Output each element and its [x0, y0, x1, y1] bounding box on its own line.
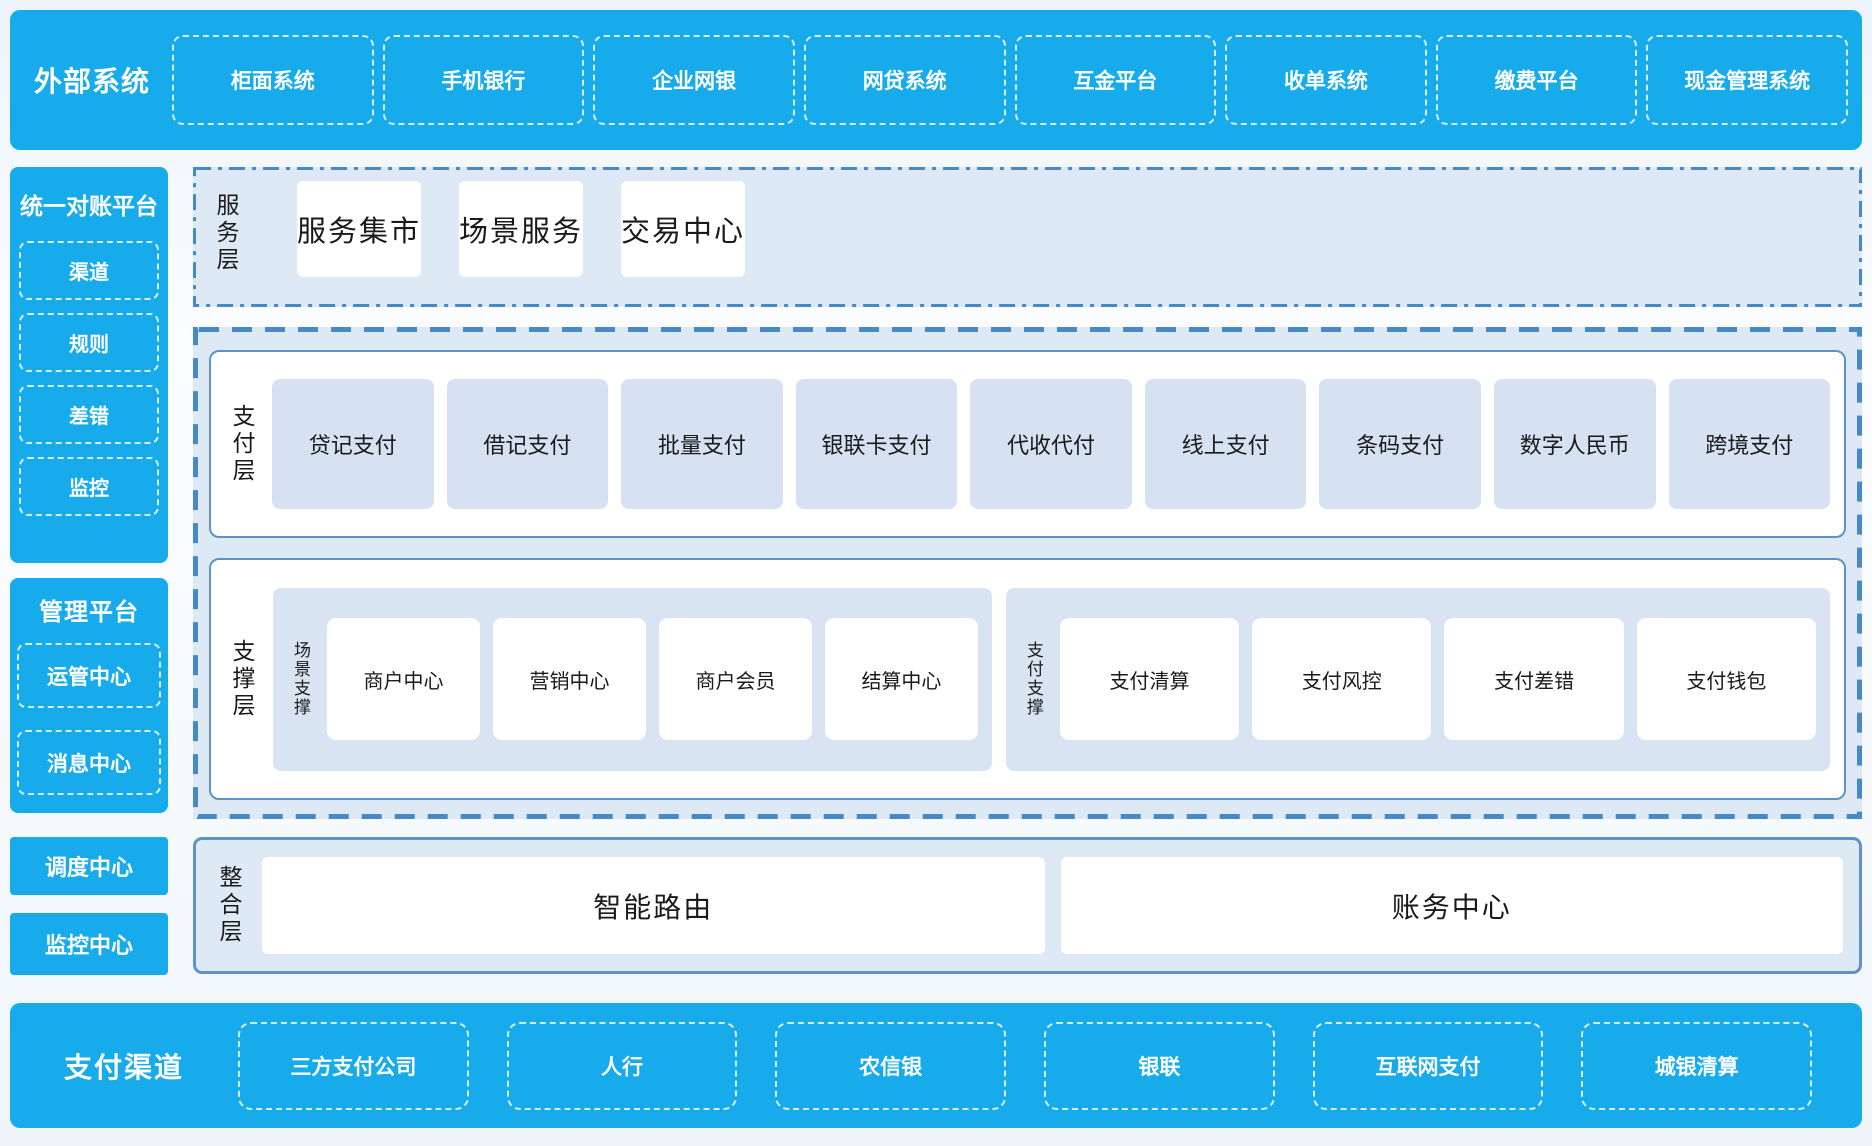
service-layer-label: 服务层 — [213, 192, 239, 274]
service-box: 场景服务 — [459, 181, 584, 277]
service-layer: 服务层 服务集市场景服务交易中心 — [193, 167, 1862, 307]
payment-channel-box: 互联网支付 — [1312, 1021, 1544, 1110]
payment-support-group: 支付支撑 支付清算支付风控支付差错支付钱包 — [1005, 587, 1830, 771]
payment-box: 数字人民币 — [1493, 379, 1656, 509]
reconciliation-item-box: 监控 — [19, 457, 159, 516]
management-platform-title: 管理平台 — [39, 599, 139, 626]
payment-support-label: 支付支撑 — [1023, 641, 1043, 717]
payment-box: 批量支付 — [621, 379, 783, 509]
support-layer-label: 支撑层 — [229, 638, 255, 720]
payment-channels-bar: 支付渠道 三方支付公司人行农信银银联互联网支付城银清算 — [10, 1003, 1862, 1128]
external-system-box: 网贷系统 — [803, 35, 1006, 125]
service-layer-items: 服务集市场景服务交易中心 — [281, 181, 767, 285]
external-system-box: 企业网银 — [593, 35, 795, 125]
payment-box: 条码支付 — [1319, 379, 1481, 509]
payment-support-items: 支付清算支付风控支付差错支付钱包 — [1059, 618, 1816, 740]
management-item-box: 消息中心 — [17, 730, 161, 795]
scene-support-box: 商户中心 — [327, 618, 480, 740]
integration-layer: 整合层 智能路由账务中心 — [193, 837, 1862, 974]
external-system-box: 缴费平台 — [1435, 35, 1638, 125]
payment-support-box: 支付风控 — [1252, 618, 1432, 740]
payment-support-box: 支付差错 — [1444, 618, 1624, 740]
left-column: 统一对账平台 渠道规则差错监控 管理平台 运管中心消息中心 调度中心 监控中心 — [10, 167, 168, 975]
monitor-center-box: 监控中心 — [10, 913, 168, 975]
external-system-box: 手机银行 — [382, 35, 585, 125]
payment-channel-box: 银联 — [1044, 1021, 1275, 1110]
integration-box: 账务中心 — [1060, 857, 1843, 954]
payment-support-box: 支付清算 — [1059, 618, 1240, 740]
payment-layer: 支付层 贷记支付借记支付批量支付银联卡支付代收代付线上支付条码支付数字人民币跨境… — [209, 350, 1846, 538]
scene-support-items: 商户中心营销中心商户会员结算中心 — [327, 618, 978, 740]
main-column: 服务层 服务集市场景服务交易中心 支付层 贷记支付借记支付批量支付银联卡支付代收… — [193, 167, 1862, 975]
reconciliation-item-box: 差错 — [19, 385, 159, 444]
scene-support-group: 场景支撑 商户中心营销中心商户会员结算中心 — [273, 587, 992, 771]
reconciliation-item-box: 规则 — [19, 313, 159, 372]
payment-channel-box: 人行 — [506, 1021, 738, 1110]
service-box: 交易中心 — [621, 181, 746, 277]
external-system-box: 互金平台 — [1014, 35, 1217, 125]
reconciliation-platform-items: 渠道规则差错监控 — [19, 241, 159, 516]
external-system-box: 收单系统 — [1225, 35, 1427, 125]
payment-box: 线上支付 — [1144, 379, 1307, 509]
payment-support-box: 支付钱包 — [1636, 618, 1816, 740]
reconciliation-item-box: 渠道 — [19, 241, 159, 300]
external-systems-title: 外部系统 — [33, 66, 150, 97]
integration-box: 智能路由 — [262, 857, 1045, 954]
support-layer: 支撑层 场景支撑 商户中心营销中心商户会员结算中心 支付支撑 支付清算支付风控支… — [209, 558, 1846, 800]
payment-layer-label: 支付层 — [229, 403, 255, 485]
service-box: 服务集市 — [297, 181, 422, 277]
payment-box: 银联卡支付 — [795, 379, 958, 509]
payment-box: 借记支付 — [446, 379, 609, 509]
integration-layer-label: 整合层 — [216, 865, 242, 946]
middle-zone: 统一对账平台 渠道规则差错监控 管理平台 运管中心消息中心 调度中心 监控中心 … — [10, 167, 1862, 975]
scene-support-box: 结算中心 — [824, 618, 978, 740]
payment-box: 代收代付 — [970, 379, 1132, 509]
external-systems-bar: 外部系统 柜面系统手机银行企业网银网贷系统互金平台收单系统缴费平台现金管理系统 — [10, 10, 1862, 150]
payment-channel-box: 农信银 — [775, 1021, 1007, 1110]
core-layers-container: 支付层 贷记支付借记支付批量支付银联卡支付代收代付线上支付条码支付数字人民币跨境… — [193, 327, 1862, 819]
reconciliation-platform-panel: 统一对账平台 渠道规则差错监控 — [10, 167, 168, 563]
scene-support-box: 商户会员 — [658, 618, 812, 740]
scene-support-label: 场景支撑 — [291, 641, 310, 717]
external-systems-items: 柜面系统手机银行企业网银网贷系统互金平台收单系统缴费平台现金管理系统 — [172, 35, 1848, 125]
scene-support-box: 营销中心 — [492, 618, 646, 740]
reconciliation-platform-title: 统一对账平台 — [20, 193, 158, 219]
payment-channel-box: 三方支付公司 — [238, 1021, 469, 1110]
external-system-box: 柜面系统 — [172, 35, 374, 125]
management-platform-panel: 管理平台 运管中心消息中心 — [10, 578, 168, 813]
payment-box: 贷记支付 — [272, 379, 434, 509]
management-platform-items: 运管中心消息中心 — [17, 643, 161, 795]
payment-channels-title: 支付渠道 — [63, 1051, 184, 1083]
dispatch-center-box: 调度中心 — [10, 837, 168, 895]
payment-layer-items: 贷记支付借记支付批量支付银联卡支付代收代付线上支付条码支付数字人民币跨境支付 — [272, 379, 1831, 509]
integration-layer-items: 智能路由账务中心 — [262, 857, 1843, 954]
external-system-box: 现金管理系统 — [1646, 35, 1848, 125]
payment-channels-items: 三方支付公司人行农信银银联互联网支付城银清算 — [238, 1021, 1813, 1110]
management-item-box: 运管中心 — [17, 643, 161, 708]
payment-channel-box: 城银清算 — [1581, 1021, 1813, 1110]
payment-box: 跨境支付 — [1668, 379, 1831, 509]
